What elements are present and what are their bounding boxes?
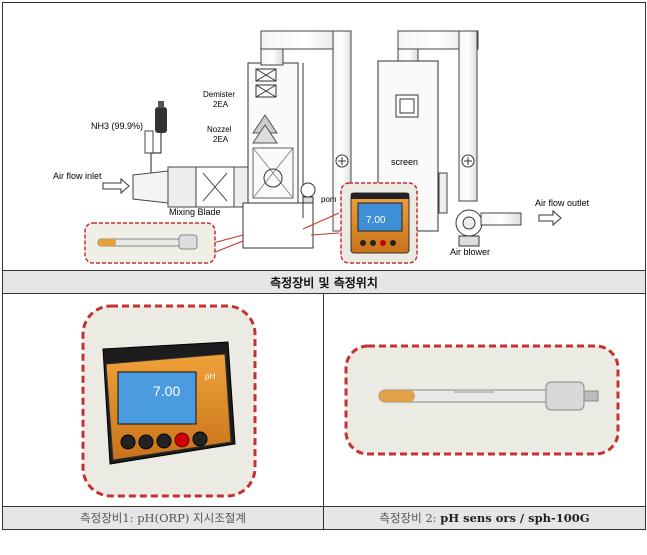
meter-brand-label: pH	[205, 372, 215, 381]
nozzel-qty-label: 2EA	[213, 135, 229, 144]
meter-callout: 7.00	[340, 182, 418, 264]
photo-left-cell: 7.00 pH	[2, 293, 324, 507]
demister-label: Demister	[203, 90, 235, 99]
ph-sensor-probe-icon	[378, 381, 599, 411]
ph-meter-photo: 7.00 pH	[81, 304, 257, 498]
process-diagram-cell: NH3 (99.9%) Air flow inlet Mixing Blade	[2, 2, 646, 271]
caption-right-prefix: 측정장비 2:	[379, 511, 441, 525]
meter-photo-display: 7.00	[153, 383, 180, 399]
nh3-cylinder-icon	[144, 101, 167, 178]
air-blower-icon	[455, 209, 522, 247]
air-blower-label: Air blower	[450, 247, 490, 257]
mixing-blade-label: Mixing Blade	[169, 207, 221, 217]
ph-sensor-photo	[344, 344, 620, 456]
nozzel-label: Nozzel	[207, 125, 232, 134]
ph-controller-icon: 7.00 pH	[102, 341, 236, 465]
pipe-gauge-icon	[335, 154, 475, 168]
caption-right: 측정장비 2: pH sens ors / sph-100G	[323, 506, 646, 530]
caption-right-model: pH sens ors / sph-100G	[440, 511, 590, 525]
inlet-duct	[132, 166, 249, 208]
screen-label: screen	[391, 157, 418, 167]
equipment-table: NH3 (99.9%) Air flow inlet Mixing Blade	[2, 2, 646, 530]
demister-qty-label: 2EA	[213, 100, 229, 109]
air-inlet-label: Air flow inlet	[53, 171, 102, 181]
air-outlet-label: Air flow outlet	[535, 198, 590, 208]
sensor-callout	[84, 222, 216, 264]
scrubber-tower	[242, 62, 314, 249]
callout-lines	[212, 212, 340, 254]
pump-label: pom	[321, 195, 337, 204]
caption-left: 측정장비1: pH(ORP) 지시조절계	[2, 506, 324, 530]
nh3-label: NH3 (99.9%)	[91, 121, 143, 131]
outlet-arrow-icon	[538, 209, 562, 227]
photo-right-cell	[323, 293, 646, 507]
inlet-arrow-icon	[102, 177, 130, 195]
process-diagram: NH3 (99.9%) Air flow inlet Mixing Blade	[53, 30, 590, 264]
meter-display-value: 7.00	[366, 215, 386, 226]
caption-main: 측정장비 및 측정위치	[2, 270, 646, 294]
pump-icon	[300, 182, 316, 204]
